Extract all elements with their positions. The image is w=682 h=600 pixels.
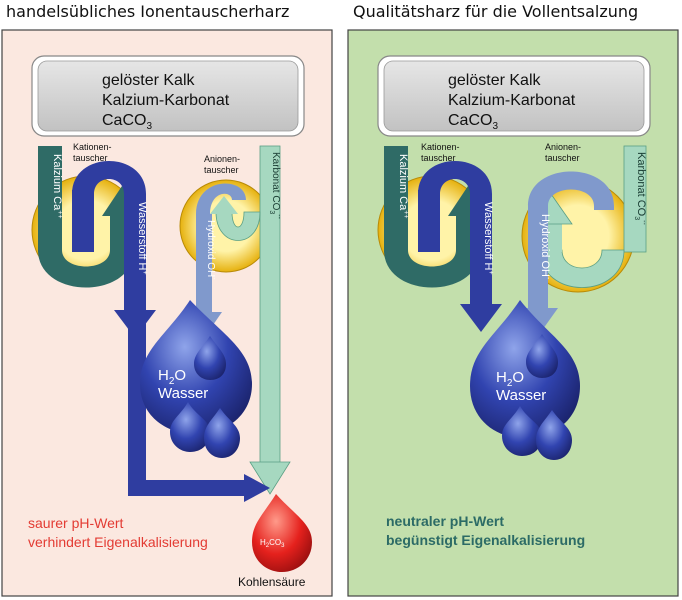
right-water-formula: H2O (496, 369, 524, 389)
left-calcium-shaft (38, 146, 62, 252)
left-anion-label-2: tauscher (204, 165, 239, 175)
left-acid-path-horizontal (128, 480, 248, 496)
left-acid-name: Kohlensäure (238, 575, 306, 589)
right-hydrogen-shaft (470, 194, 492, 306)
left-water-drops (140, 300, 252, 458)
left-acid-drop (252, 494, 312, 572)
right-cation-label-2: tauscher (421, 153, 456, 163)
left-result-line-2: verhindert Eigenalkalisierung (28, 534, 208, 550)
left-anion-label-1: Anionen- (204, 154, 240, 164)
left-acid-path-arrowhead (244, 474, 270, 502)
right-source-box: gelöster Kalk Kalzium-Karbonat CaCO3 (377, 55, 651, 137)
left-acid-path-vertical (128, 320, 146, 496)
right-panel: gelöster Kalk Kalzium-Karbonat CaCO3 Kat… (347, 29, 679, 597)
left-hydroxide-shaft (196, 214, 212, 314)
right-water-drops (470, 300, 580, 460)
right-result-line-2: begünstigt Eigenalkalisierung (386, 532, 585, 548)
right-panel-title: Qualitätsharz für die Vollentsalzung (353, 2, 639, 21)
right-box-line-1: gelöster Kalk (448, 72, 541, 89)
left-hydrogen-shaft (124, 194, 146, 312)
left-cation-label-1: Kationen- (73, 142, 112, 152)
left-water-word: Wasser (158, 385, 208, 402)
left-calcium-bend (38, 250, 134, 288)
right-box-line-2: Kalzium-Karbonat (448, 92, 576, 109)
left-result-line-1: saurer pH-Wert (28, 515, 124, 531)
left-box-line-3: CaCO3 (102, 112, 152, 132)
left-cation-label-2: tauscher (73, 153, 108, 163)
left-hydrogen-label: Wasserstoff H+ (136, 202, 148, 275)
right-result-line-1: neutraler pH-Wert (386, 513, 504, 529)
right-box-line-3: CaCO3 (448, 112, 498, 132)
left-source-box: gelöster Kalk Kalzium-Karbonat CaCO3 (31, 55, 305, 137)
right-hydroxide-label: Hydroxid OH- (539, 214, 551, 280)
right-carbonate-shaft (623, 145, 647, 253)
right-carbonate-label: Karbonat CO3-- (633, 152, 647, 225)
left-panel: gelöster Kalk Kalzium-Karbonat CaCO3 Kat… (1, 29, 333, 597)
right-hydroxide-shaft (528, 206, 548, 310)
left-box-line-1: gelöster Kalk (102, 72, 195, 89)
right-hydrogen-label: Wasserstoff H+ (482, 202, 494, 275)
right-cation-label-1: Kationen- (421, 142, 460, 152)
left-acid-formula: H2CO3 (260, 538, 285, 549)
right-calcium-shaft (384, 146, 408, 252)
left-carbonate-label: Karbonat CO3-- (268, 152, 282, 220)
right-calcium-label: Kalzium Ca++ (397, 154, 409, 218)
right-anion-label-1: Anionen- (545, 142, 581, 152)
right-water-word: Wasser (496, 387, 546, 404)
left-hydroxide-label: Hydroxid OH- (205, 220, 217, 280)
left-panel-title: handelsübliches Ionentauscherharz (6, 2, 290, 21)
left-cation-inner (72, 190, 94, 252)
left-calcium-label: Kalzium Ca++ (51, 154, 63, 218)
left-carbonate-arrowhead (249, 461, 291, 495)
right-anion-label-2: tauscher (545, 153, 580, 163)
right-hydrogen-arrowhead (460, 304, 502, 332)
left-box-line-2: Kalzium-Karbonat (102, 92, 230, 109)
left-water-formula: H2O (158, 367, 186, 387)
